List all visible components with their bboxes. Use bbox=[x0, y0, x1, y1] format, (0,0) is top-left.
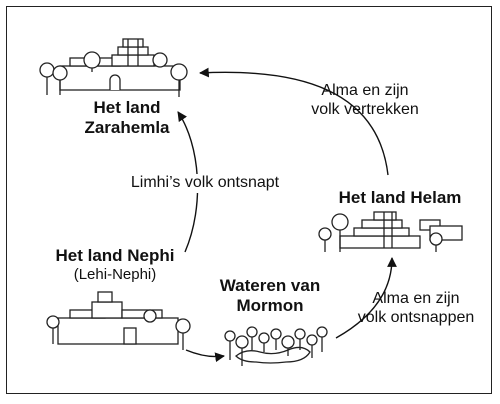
mormon-waters-icon bbox=[224, 326, 328, 366]
helam-label-text: Het land Helam bbox=[338, 188, 462, 207]
mormon-label-line1: Wateren van bbox=[219, 276, 321, 295]
route-alma-departs-line2: volk vertrekken bbox=[311, 100, 419, 118]
route-alma-escapes-line1: Alma en zijn bbox=[372, 290, 460, 307]
nephi-sublabel: (Lehi-Nephi) bbox=[73, 266, 157, 284]
helam-label: Het land Helam bbox=[330, 188, 470, 208]
mormon-label: Wateren van Mormon bbox=[210, 276, 330, 316]
mormon-label-line2: Mormon bbox=[236, 296, 304, 316]
route-alma-departs-label: Alma en zijn volk vertrekken bbox=[300, 82, 430, 120]
zarahemla-label-line2: Zarahemla bbox=[84, 118, 170, 138]
route-alma-escapes-label: Alma en zijn volk ontsnappen bbox=[348, 290, 484, 328]
route-limhi-text: Limhi’s volk ontsnapt bbox=[130, 174, 280, 191]
route-helam-to-zarahemla bbox=[199, 67, 389, 176]
zarahemla-city-icon bbox=[39, 38, 188, 97]
nephi-label: Het land Nephi (Lehi-Nephi) bbox=[40, 246, 190, 284]
route-mormon-to-helam bbox=[335, 257, 397, 339]
route-alma-departs-line1: Alma en zijn bbox=[321, 82, 409, 99]
route-nephi-to-mormon bbox=[185, 349, 225, 363]
route-limhi-label: Limhi’s volk ontsnapt bbox=[120, 174, 290, 193]
nephi-label-text: Het land Nephi bbox=[55, 246, 175, 265]
zarahemla-label: Het land Zarahemla bbox=[72, 98, 182, 138]
map-frame bbox=[6, 6, 492, 394]
helam-city-icon bbox=[318, 211, 463, 252]
route-alma-escapes-line2: volk ontsnappen bbox=[357, 308, 475, 326]
zarahemla-label-line1: Het land bbox=[93, 98, 161, 117]
nephi-city-icon bbox=[46, 291, 191, 350]
